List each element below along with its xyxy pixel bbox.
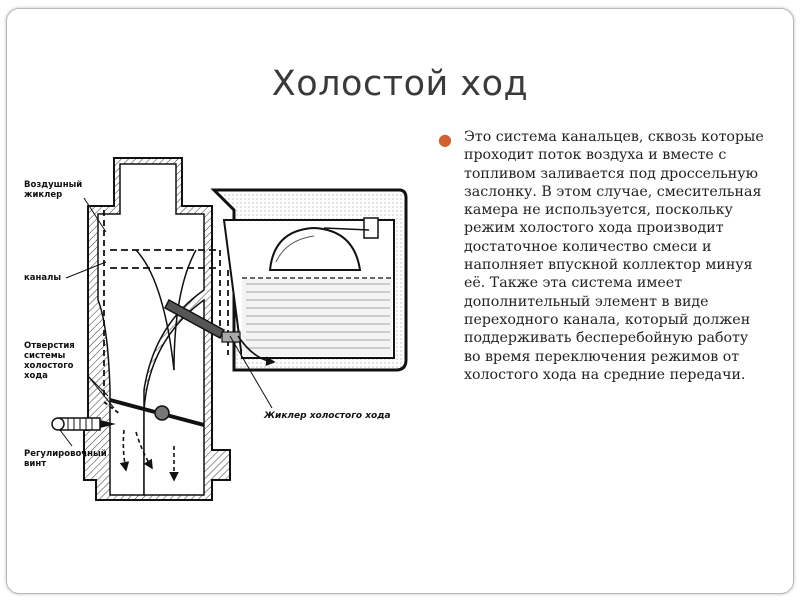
- throttle-plate: [109, 398, 205, 427]
- bullet-text: Это система канальцев, сквозь которые пр…: [464, 129, 764, 383]
- float-chamber: [210, 188, 408, 372]
- bullet-item: ● Это система канальцев, сквозь которые …: [438, 128, 768, 384]
- label-idle-jet: Жиклер холостого хода: [263, 411, 391, 421]
- leader-lines: [59, 197, 273, 447]
- slide-title: Холостой ход: [271, 64, 529, 104]
- label-air-jet-2: жиклер: [24, 190, 62, 200]
- label-holes-2: системы: [24, 351, 65, 361]
- label-channels: каналы: [24, 273, 61, 283]
- flow-arrows: [119, 335, 276, 482]
- label-holes-1: Отверстия: [24, 341, 75, 351]
- label-holes-4: хода: [24, 371, 48, 381]
- adjusting-screw: [51, 417, 116, 431]
- main-barrel: [83, 157, 231, 501]
- label-holes-3: холостого: [24, 361, 74, 371]
- label-screw-1: Регулировочный: [24, 449, 107, 459]
- bullet-dot-icon: ●: [438, 130, 452, 149]
- label-screw-2: винт: [24, 459, 46, 469]
- label-air-jet-1: Воздушный: [24, 180, 82, 190]
- carburetor-idle-diagram: Воздушный жиклер каналы Отверстия систем…: [24, 157, 408, 501]
- bullet-list: ● Это система канальцев, сквозь которые …: [438, 128, 768, 384]
